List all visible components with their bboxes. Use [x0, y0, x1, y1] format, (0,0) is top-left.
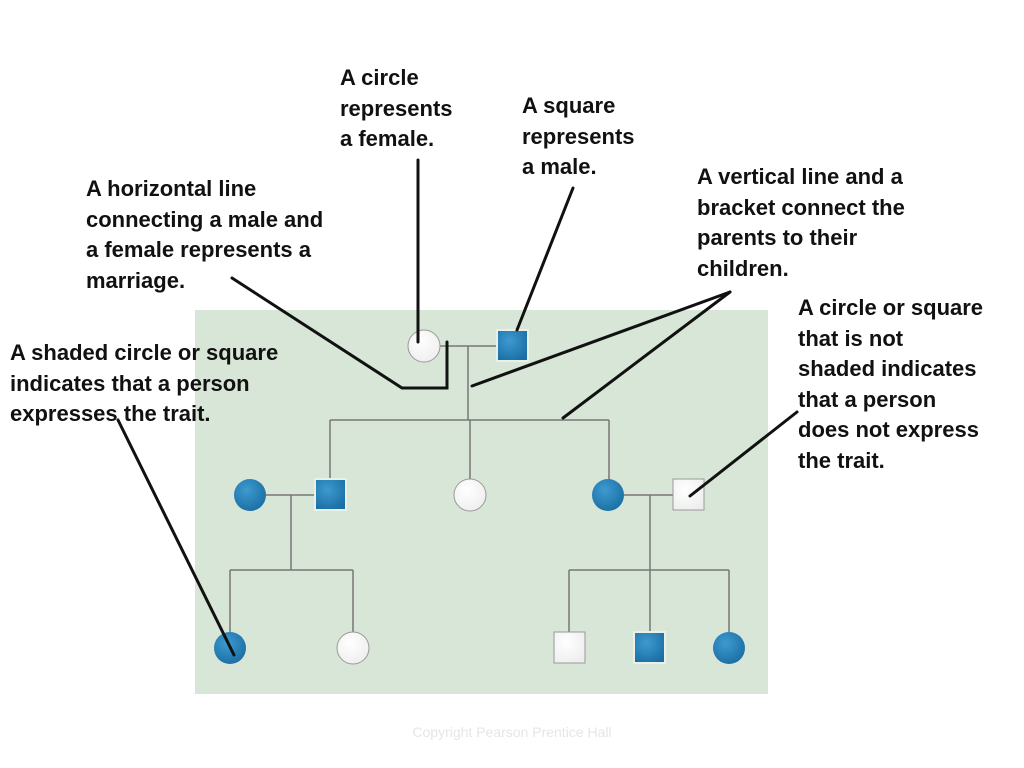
label-horizontal-line-marriage: A horizontal line connecting a male and …: [86, 176, 324, 293]
pointer-descent-a: [470, 290, 732, 388]
female-affected-gen3-right: [713, 632, 745, 664]
label-circle-female: A circle represents a female.: [340, 65, 453, 151]
label-square-male: A square represents a male.: [522, 93, 635, 179]
pointer-lines: [116, 158, 799, 657]
pointer-not-shaded: [688, 410, 799, 498]
male-affected-gen2-left: [314, 478, 347, 511]
copyright-notice: Copyright Pearson Prentice Hall: [412, 724, 612, 740]
male-unaffected-gen3-right: [553, 631, 586, 664]
pointer-descent-b: [561, 290, 732, 420]
label-not-shaded: A circle or square that is not shaded in…: [798, 295, 984, 473]
pointer-marriage: [230, 276, 449, 390]
male-unaffected-gen2-right: [672, 478, 705, 511]
female-unaffected-gen1: [407, 329, 441, 363]
pointer-square: [515, 186, 575, 332]
female-unaffected-gen3-left: [336, 631, 370, 665]
label-shaded-expresses-trait: A shaded circle or square indicates that…: [10, 340, 279, 426]
female-affected-gen2-left: [234, 479, 266, 511]
female-affected-gen2-right: [592, 479, 624, 511]
label-vertical-line-bracket: A vertical line and a bracket connect th…: [697, 164, 905, 281]
pointer-shaded: [116, 418, 236, 657]
male-affected-gen3-right: [633, 631, 666, 664]
female-unaffected-gen2-middle: [453, 478, 487, 512]
male-affected-gen1: [496, 329, 529, 362]
pedigree-lines: [229, 345, 730, 632]
